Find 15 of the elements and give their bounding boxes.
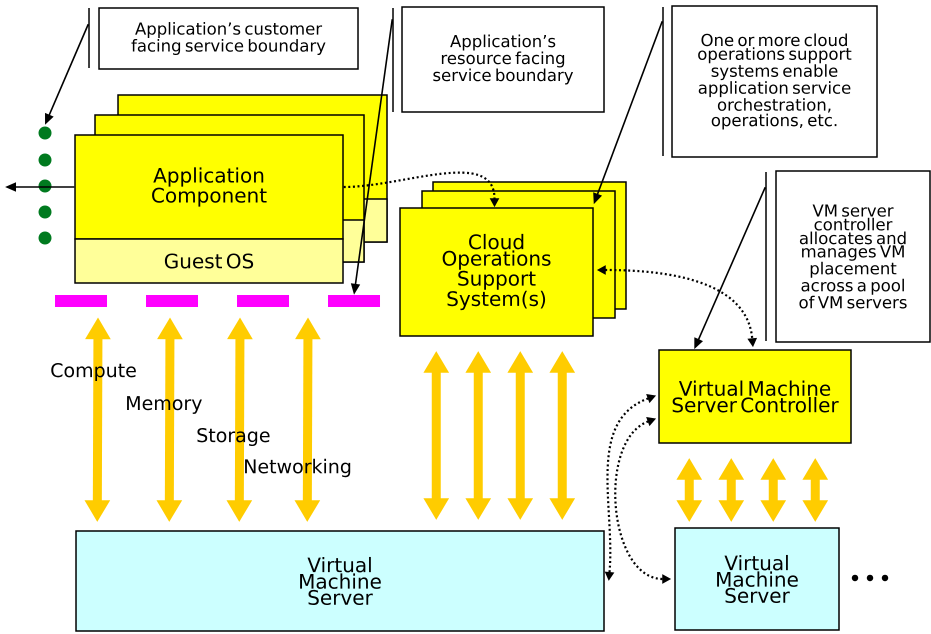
boundary-bar [237, 295, 289, 307]
boundary-bar [146, 295, 198, 307]
controller-box: Virtual Machine Server Controller [658, 349, 852, 444]
component-box: Cloud Operations Support System(s) [399, 207, 594, 337]
server-box: Virtual Machine Server [75, 530, 605, 632]
server-box: Virtual Machine Server [674, 527, 840, 631]
callout-box: One or more cloud operations support systems enable application service orchestration, operations, etc. [671, 5, 878, 158]
callout-box: VM server controller allocates and manages VM placement across a pool of VM servers [775, 170, 931, 343]
os-layer-box: Guest OS [74, 238, 344, 284]
component-box: Application Component [74, 134, 344, 240]
boundary-bar [55, 295, 107, 307]
callout-box: Application’s customer facing service boundary [98, 7, 359, 70]
dot-column [38, 126, 52, 244]
boundary-bar [328, 295, 380, 307]
callout-box: Application’s resource facing service boundary [401, 6, 605, 113]
